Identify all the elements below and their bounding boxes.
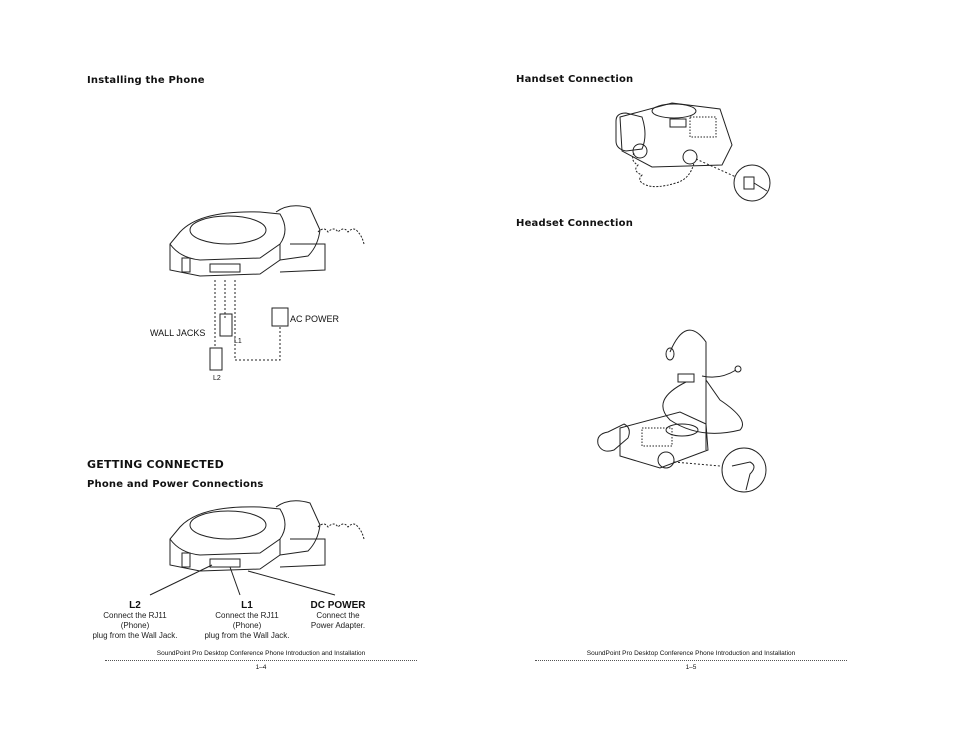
heading-getting-connected: GETTING CONNECTED [87, 458, 224, 471]
footer-rule-right [535, 660, 847, 662]
heading-headset-connection: Headset Connection [516, 218, 634, 229]
label-desc-line1: Connect the [316, 611, 360, 620]
page-number-left: 1–4 [255, 664, 267, 671]
label-desc-line1: Connect the RJ11 (Phone) [215, 611, 279, 630]
footer-right: SoundPoint Pro Desktop Conference Phone … [586, 650, 796, 657]
footer-left: SoundPoint Pro Desktop Conference Phone … [156, 650, 366, 657]
keypad [689, 116, 717, 138]
jack-panel [209, 558, 241, 568]
speaker-ellipse [665, 423, 699, 437]
label-wall-jacks: WALL JACKS [150, 328, 205, 338]
label-l2-block: L2 Connect the RJ11 (Phone) plug from th… [90, 600, 180, 641]
power-plug [271, 307, 289, 327]
headset-mic [734, 365, 742, 373]
handset-coil [317, 523, 365, 540]
label-title: DC POWER [310, 600, 366, 611]
handset-coil [317, 228, 365, 245]
speaker-ellipse [189, 510, 267, 540]
headset-diagram [597, 329, 767, 493]
handset [615, 112, 646, 152]
jack-panel [209, 263, 241, 273]
label-l2: L2 [213, 375, 221, 382]
jack-highlight-right [682, 149, 698, 165]
display [669, 118, 687, 128]
connections-diagram [149, 500, 365, 596]
leader-l1 [229, 566, 241, 596]
cable-power [234, 280, 281, 361]
label-dc-power-block: DC POWER Connect the Power Adapter. [303, 600, 373, 631]
plug-cord [753, 182, 768, 192]
label-desc-line2: plug from the Wall Jack. [204, 631, 290, 640]
headset-earpiece [665, 347, 675, 361]
phone-base-front [169, 244, 281, 277]
plug-l1 [219, 313, 233, 337]
headset-mic-boom [701, 369, 737, 378]
heading-installing-the-phone: Installing the Phone [87, 75, 205, 86]
handset-body [275, 205, 321, 261]
handset-coil [632, 152, 695, 188]
headset-band [669, 329, 707, 380]
label-ac-power: AC POWER [290, 314, 340, 324]
phone-rear [279, 538, 326, 568]
phone-base-outline [169, 506, 286, 556]
plug-detail [743, 176, 755, 190]
label-desc-line2: plug from the Wall Jack. [92, 631, 178, 640]
label-l1: L1 [234, 338, 242, 345]
label-desc-line2: Power Adapter. [310, 621, 366, 630]
keypad [641, 427, 673, 447]
label-title: L1 [241, 600, 253, 611]
heading-handset-connection: Handset Connection [516, 74, 634, 85]
leader-dc-power [247, 570, 336, 596]
heading-phone-and-power: Phone and Power Connections [87, 479, 264, 490]
phone-rear [279, 243, 326, 273]
page-number-right: 1–5 [685, 664, 697, 671]
label-l1-block: L1 Connect the RJ11 (Phone) plug from th… [202, 600, 292, 641]
plug-detail-circle [721, 447, 767, 493]
jack-highlight [657, 451, 675, 469]
installation-diagram: WALL JACKS AC POWER L1 L2 [150, 205, 365, 382]
footer-rule-left [105, 660, 417, 662]
side-jack [181, 552, 191, 568]
plug-l2 [209, 347, 223, 371]
plug-detail-circle [733, 164, 771, 202]
handset-diagram [615, 102, 771, 202]
handset [597, 423, 630, 452]
phone-body [619, 411, 709, 469]
leader-l2 [149, 564, 213, 596]
phone-base-outline [169, 211, 286, 261]
headset-inline-control [677, 373, 695, 383]
headset-cord [662, 379, 743, 434]
leader-line [673, 461, 721, 467]
speaker-ellipse [651, 103, 697, 119]
jack-highlight-left [632, 143, 648, 159]
speaker-ellipse [189, 215, 267, 245]
side-jack [181, 257, 191, 273]
phone-base-front [169, 539, 281, 572]
leader-line [695, 158, 737, 178]
label-title: L2 [129, 600, 141, 611]
handset-body [275, 500, 321, 556]
plug-detail [731, 461, 755, 491]
label-desc-line1: Connect the RJ11 (Phone) [103, 611, 167, 630]
